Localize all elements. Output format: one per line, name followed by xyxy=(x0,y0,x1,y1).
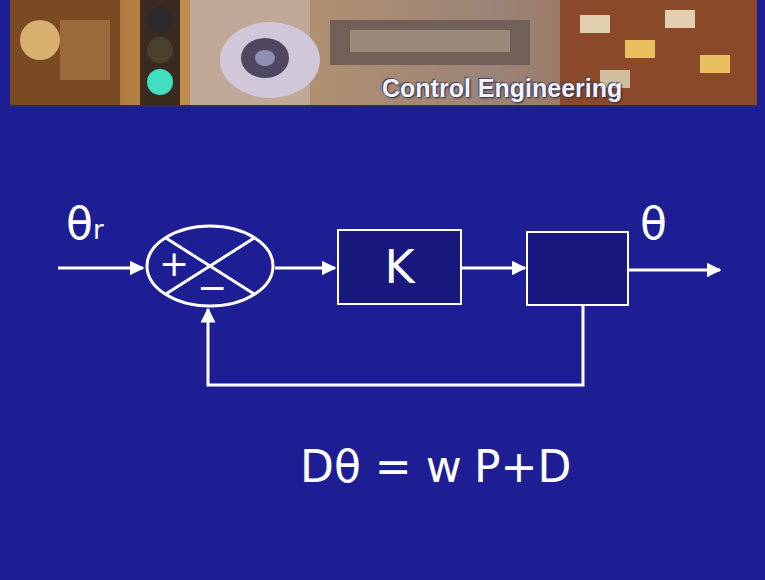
plus-sign: + xyxy=(159,246,189,282)
gain-box: K xyxy=(337,229,462,305)
minus-sign: − xyxy=(197,270,227,306)
equation: Dθ = w xyxy=(300,445,462,489)
input-signal: θr xyxy=(66,202,104,246)
gain-symbol: K xyxy=(384,244,414,290)
output-signal: θ xyxy=(640,202,667,246)
output-arrow xyxy=(628,269,720,272)
signal-connector xyxy=(275,267,335,270)
plant-box xyxy=(527,232,628,305)
input-arrow xyxy=(58,267,143,270)
signal-arrow xyxy=(462,267,525,270)
summing-junction: +− xyxy=(145,224,275,308)
banner-title: Control Engineering xyxy=(382,76,622,101)
controller-type: P+D xyxy=(474,445,571,489)
feedback-path xyxy=(208,305,583,385)
